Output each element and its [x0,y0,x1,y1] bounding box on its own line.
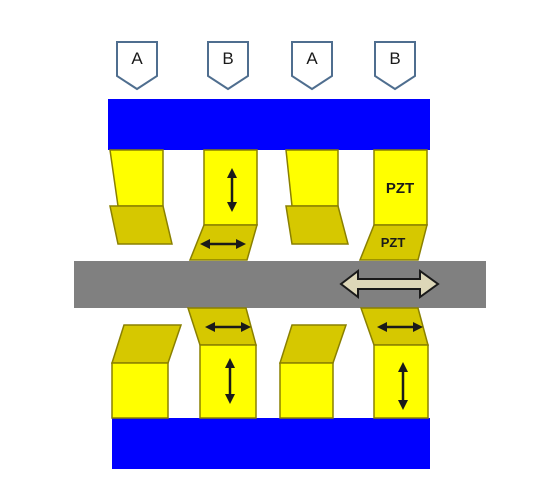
pentagon-marker-icon [374,41,416,91]
pzt-stack-bottom-a1 [110,324,183,419]
top-electrode [108,99,430,150]
pzt-stack-bottom-b1 [186,307,257,419]
pzt-stack-top-b2: PZT PZT [358,149,428,261]
pzt-label-top: PZT [386,180,414,197]
pentagon-marker-icon [291,41,333,91]
pzt-label-bottom: PZT [381,235,406,250]
bottom-electrode [112,418,430,469]
phase-marker-label: A [131,49,143,68]
pzt-stack-top-a1 [109,149,173,245]
pzt-stack-bottom-a2 [278,324,348,419]
phase-marker-4: B [374,41,416,91]
pentagon-marker-icon [116,41,158,91]
phase-marker-2: B [207,41,249,91]
phase-marker-label: B [222,49,233,68]
pzt-stack-top-a2 [285,149,349,245]
phase-marker-label: B [389,49,400,68]
pzt-stack-top-b1 [188,149,258,261]
phase-marker-1: A [116,41,158,91]
pzt-stack-bottom-b2 [359,307,429,419]
double-arrow-horizontal-icon [339,268,440,300]
phase-marker-label: A [306,49,318,68]
pentagon-marker-icon [207,41,249,91]
phase-marker-3: A [291,41,333,91]
